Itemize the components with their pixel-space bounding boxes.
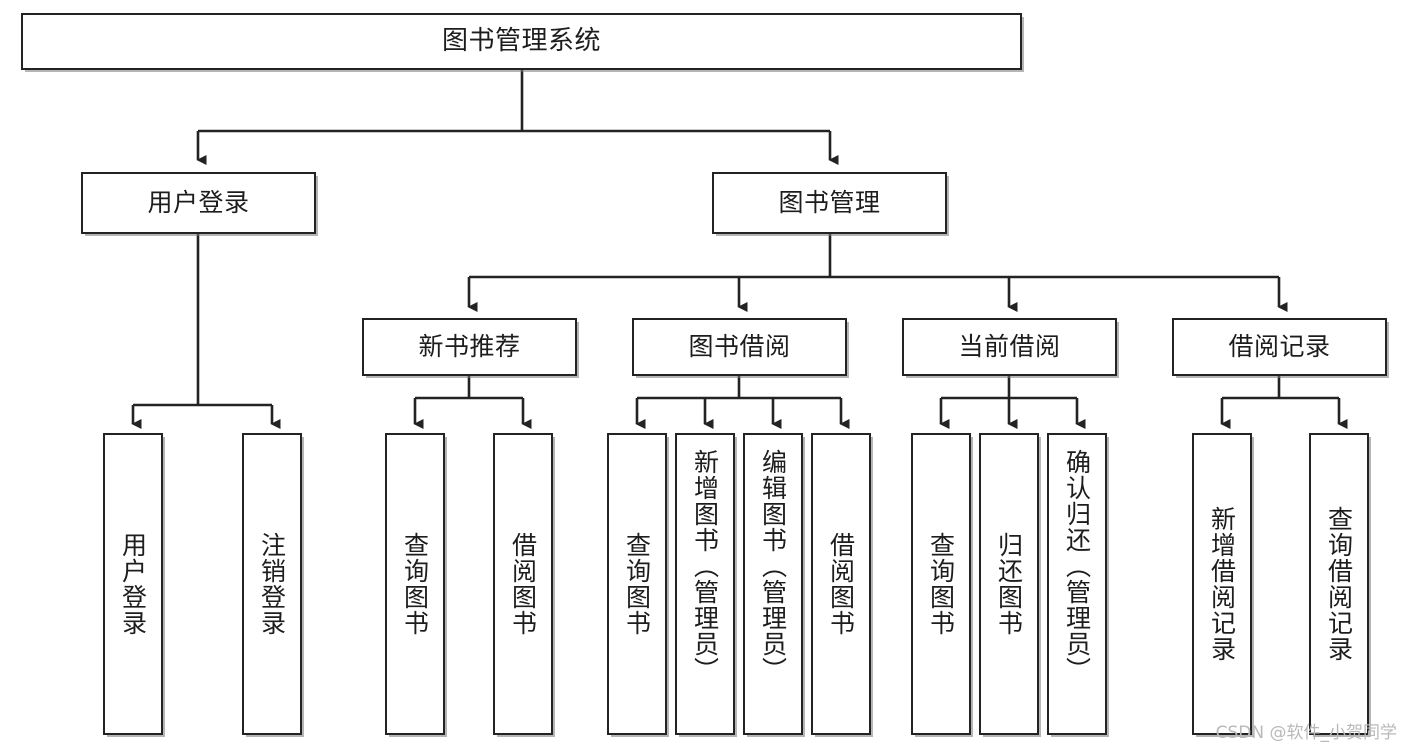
leaf-borrow-book-recommend[interactable]: 借阅图书 — [493, 433, 553, 735]
node-label: 新书推荐 — [418, 332, 521, 362]
node-label: 当前借阅 — [958, 332, 1061, 362]
leaf-query-borrow-record[interactable]: 查询借阅记录 — [1309, 433, 1369, 735]
node-label: 图书借阅 — [688, 332, 791, 362]
node-label: 借阅图书 — [826, 532, 856, 636]
node-label: 借阅图书 — [508, 532, 538, 636]
node-label: 编辑图书（管理员） — [758, 449, 788, 683]
leaf-confirm-return-admin[interactable]: 确认归还（管理员） — [1047, 433, 1107, 735]
node-label: 归还图书 — [994, 532, 1024, 636]
node-label: 查询图书 — [926, 532, 956, 636]
node-label: 查询借阅记录 — [1324, 506, 1354, 662]
node-label: 注销登录 — [257, 532, 287, 636]
node-label: 确认归还（管理员） — [1062, 449, 1092, 683]
node-borrow-record[interactable]: 借阅记录 — [1172, 318, 1387, 376]
leaf-add-book-admin[interactable]: 新增图书（管理员） — [675, 433, 735, 735]
node-label: 图书管理系统 — [441, 26, 601, 57]
node-label: 查询图书 — [622, 532, 652, 636]
leaf-logout[interactable]: 注销登录 — [242, 433, 302, 735]
leaf-return-book[interactable]: 归还图书 — [979, 433, 1039, 735]
node-label: 借阅记录 — [1228, 332, 1331, 362]
leaf-user-login[interactable]: 用户登录 — [103, 433, 163, 735]
node-book-borrow[interactable]: 图书借阅 — [632, 318, 847, 376]
leaf-add-borrow-record[interactable]: 新增借阅记录 — [1192, 433, 1252, 735]
leaf-query-book-recommend[interactable]: 查询图书 — [385, 433, 445, 735]
node-user-login[interactable]: 用户登录 — [81, 172, 316, 234]
node-label: 用户登录 — [118, 532, 148, 636]
node-label: 图书管理 — [778, 188, 881, 218]
leaf-edit-book-admin[interactable]: 编辑图书（管理员） — [743, 433, 803, 735]
leaf-borrow-book[interactable]: 借阅图书 — [811, 433, 871, 735]
leaf-query-book-current[interactable]: 查询图书 — [911, 433, 971, 735]
node-label: 新增图书（管理员） — [690, 449, 720, 683]
node-current-borrow[interactable]: 当前借阅 — [902, 318, 1117, 376]
node-label: 用户登录 — [147, 188, 250, 218]
leaf-query-book-borrow[interactable]: 查询图书 — [607, 433, 667, 735]
node-new-book-recommend[interactable]: 新书推荐 — [362, 318, 577, 376]
node-root-book-management-system[interactable]: 图书管理系统 — [21, 13, 1022, 70]
node-book-management[interactable]: 图书管理 — [712, 172, 947, 234]
watermark-text: CSDN @软件_小贺同学 — [1215, 723, 1397, 743]
node-label: 新增借阅记录 — [1207, 506, 1237, 662]
node-label: 查询图书 — [400, 532, 430, 636]
